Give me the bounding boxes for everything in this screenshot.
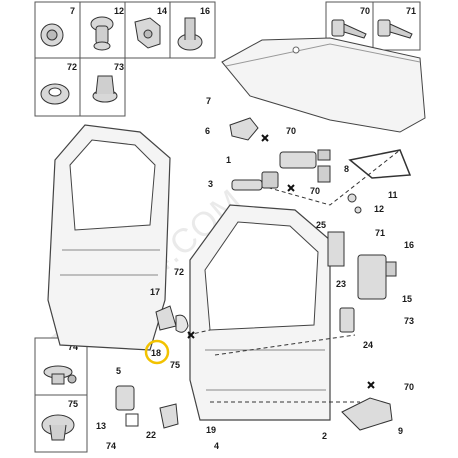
roof-trim-panel (221, 37, 426, 133)
part-bumper-5[interactable] (115, 385, 135, 411)
callout-label[interactable]: 74 (106, 441, 116, 451)
callout-label[interactable]: 19 (206, 425, 216, 435)
callout-label[interactable]: 6 (205, 126, 210, 136)
thumbnail-part-71[interactable]: 71 (377, 6, 416, 39)
callout-label[interactable]: 17 (150, 287, 160, 297)
part-latch-1[interactable] (279, 149, 331, 169)
callout-label[interactable]: 16 (404, 240, 414, 250)
right-rear-door (189, 204, 331, 421)
callout-label[interactable]: 4 (214, 441, 219, 451)
thumbnail-label: 70 (360, 6, 370, 16)
callout-label[interactable]: 2 (322, 431, 327, 441)
callout-label[interactable]: 23 (336, 279, 346, 289)
part-rod-11[interactable] (347, 149, 412, 203)
thumbnail-part-14[interactable]: 14 (134, 6, 167, 49)
part-bracket-25[interactable] (327, 231, 345, 267)
left-rear-door (47, 124, 171, 351)
part-handle-3[interactable] (231, 171, 279, 191)
thumbnail-label: 74 (68, 342, 78, 352)
callout-label[interactable]: 18 (151, 348, 161, 358)
thumbnail-label: 72 (67, 62, 77, 72)
callout-label[interactable]: 70 (286, 126, 296, 136)
highlight-ring (144, 339, 170, 365)
callout-label[interactable]: 8 (344, 164, 349, 174)
thumbnail-part-72[interactable]: 72 (40, 62, 77, 105)
callout-label[interactable]: 24 (363, 340, 373, 350)
callout-label[interactable]: 1 (226, 155, 231, 165)
thumbnail-part-73[interactable]: 73 (92, 62, 124, 103)
part-striker-23[interactable] (339, 307, 355, 333)
thumbnail-part-12[interactable]: 12 (90, 6, 124, 51)
callout-label[interactable]: 3 (208, 179, 213, 189)
callout-label[interactable]: 7 (206, 96, 211, 106)
callout-labels: 7 6 70 1 3 70 8 11 12 71 25 16 72 17 23 … (96, 96, 414, 451)
callout-label[interactable]: 73 (404, 316, 414, 326)
thumbnail-part-7[interactable]: 7 (40, 6, 75, 47)
callout-label[interactable]: 75 (170, 360, 180, 370)
callout-label[interactable]: 5 (116, 366, 121, 376)
part-cover-17[interactable] (155, 305, 189, 333)
thumbnail-grid-top-left: 7 12 14 16 72 73 (34, 1, 216, 117)
callout-label[interactable]: 25 (316, 220, 326, 230)
thumbnail-part-75[interactable]: 75 (41, 399, 78, 441)
callout-label[interactable]: 15 (402, 294, 412, 304)
thumbnail-part-70[interactable]: 70 (331, 6, 370, 39)
fastener-cross-marks (187, 134, 375, 389)
thumbnail-label: 14 (157, 6, 167, 16)
callout-label[interactable]: 70 (404, 382, 414, 392)
thumbnail-label: 12 (114, 6, 124, 16)
thumbnail-grid-bottom-left: 74 75 (34, 337, 88, 453)
part-hinge-22[interactable] (159, 403, 179, 429)
callout-label[interactable]: 71 (375, 228, 385, 238)
thumbnail-part-16[interactable]: 16 (177, 6, 210, 51)
part-hinge-8[interactable] (317, 165, 331, 183)
part-latch-9[interactable] (341, 397, 393, 431)
part-washer-12[interactable] (354, 206, 362, 214)
thumbnail-label: 7 (70, 6, 75, 16)
callout-label[interactable]: 12 (374, 204, 384, 214)
thumbnail-label: 16 (200, 6, 210, 16)
part-pad-13[interactable] (125, 413, 139, 427)
callout-label[interactable]: 11 (388, 190, 398, 200)
thumbnail-label: 71 (406, 6, 416, 16)
part-hinge-6[interactable] (229, 117, 259, 141)
callout-label[interactable]: 13 (96, 421, 106, 431)
thumbnail-part-74[interactable]: 74 (43, 342, 78, 385)
callout-label[interactable]: 22 (146, 430, 156, 440)
thumbnail-label: 73 (114, 62, 124, 72)
callout-label[interactable]: 9 (398, 426, 403, 436)
callout-label[interactable]: 70 (310, 186, 320, 196)
thumbnail-label: 75 (68, 399, 78, 409)
part-lock-15[interactable] (357, 254, 397, 300)
callout-label[interactable]: 72 (174, 267, 184, 277)
